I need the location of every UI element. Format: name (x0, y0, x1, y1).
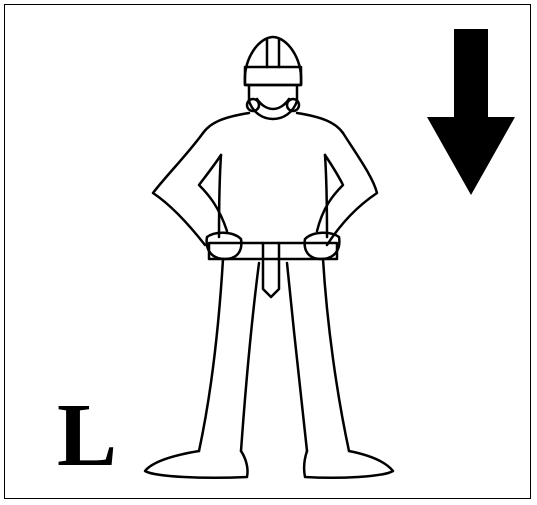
signal-letter: L (57, 391, 117, 481)
signal-card: L (4, 4, 531, 499)
arrow-down-icon (427, 29, 515, 195)
standing-person-in-protective-suit-icon (145, 37, 393, 478)
